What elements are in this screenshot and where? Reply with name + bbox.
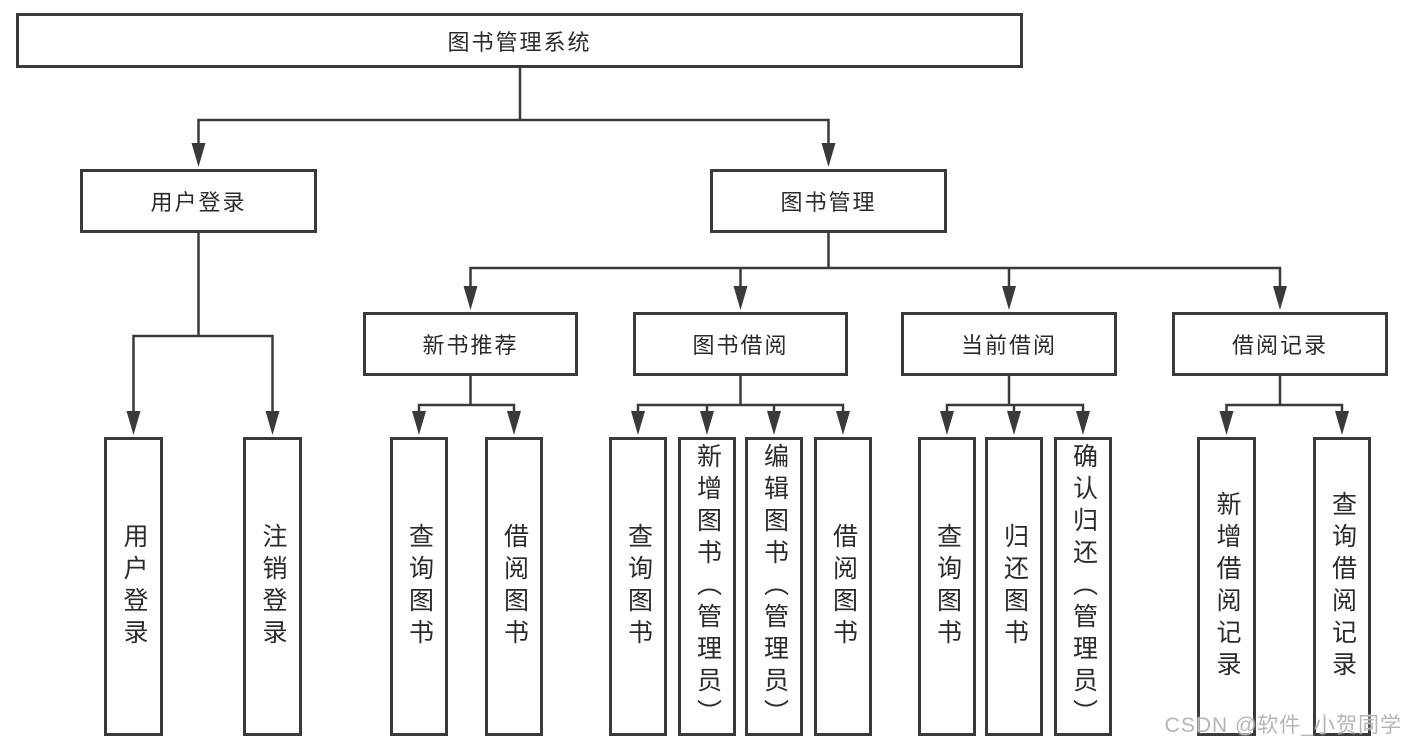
arrow-down-icon (940, 411, 954, 435)
leaf-current-return-books: 归还图书 (985, 437, 1043, 736)
node-book-borrowing: 图书借阅 (633, 312, 848, 376)
connector-user-login-group (126, 233, 280, 435)
csdn-watermark: CSDN @软件_小贺同学 (1164, 714, 1402, 737)
connector-line (132, 334, 274, 412)
arrow-down-icon (1335, 411, 1349, 435)
arrow-down-icon (191, 143, 206, 167)
leaf-borrow-edit-books-admin: 编辑图书（管理员） (745, 437, 803, 736)
arrow-down-icon (507, 411, 521, 435)
arrow-down-icon (412, 411, 426, 435)
leaf-record-add-record: 新增借阅记录 (1197, 437, 1256, 736)
node-book-management: 图书管理 (710, 169, 947, 233)
connector-line (469, 266, 1282, 288)
arrow-down-icon (265, 411, 280, 435)
leaf-borrow-query-books: 查询图书 (609, 437, 667, 736)
node-user-login: 用户登录 (80, 169, 317, 233)
leaf-record-query-record: 查询借阅记录 (1313, 437, 1371, 736)
leaf-logout: 注销登录 (243, 437, 302, 736)
leaf-newbook-borrow-books: 借阅图书 (485, 437, 543, 736)
arrow-down-icon (631, 411, 645, 435)
arrow-down-icon (700, 411, 714, 435)
leaf-borrow-add-books-admin: 新增图书（管理员） (678, 437, 736, 736)
leaf-newbook-query-books: 查询图书 (390, 437, 448, 736)
node-current-borrowing: 当前借阅 (901, 312, 1117, 376)
node-new-book-recommend: 新书推荐 (363, 312, 578, 376)
arrow-down-icon (1076, 411, 1090, 435)
leaf-user-login: 用户登录 (104, 437, 163, 736)
arrow-down-icon (1219, 411, 1234, 435)
connector-line (1225, 403, 1344, 414)
connector-line (636, 403, 845, 414)
arrow-down-icon (733, 286, 748, 310)
arrow-down-icon (1002, 286, 1016, 310)
arrow-down-icon (821, 143, 836, 167)
connector-currentborrow-group (940, 375, 1090, 435)
connector-line (197, 118, 830, 146)
node-library-system: 图书管理系统 (16, 13, 1023, 68)
leaf-current-query-books: 查询图书 (918, 437, 976, 736)
leaf-current-confirm-return-admin: 确认归还（管理员） (1054, 437, 1112, 736)
arrow-down-icon (1273, 286, 1287, 310)
arrow-down-icon (126, 411, 141, 435)
connector-records-group (1219, 375, 1349, 435)
arrow-down-icon (836, 411, 850, 435)
connector-book-management-group (463, 233, 1287, 310)
arrow-down-icon (1007, 411, 1021, 435)
connector-bookborrow-group (631, 375, 850, 435)
connector-line (417, 403, 516, 414)
node-borrowing-records: 借阅记录 (1172, 312, 1388, 376)
leaf-borrow-borrow-books: 借阅图书 (814, 437, 872, 736)
arrow-down-icon (463, 286, 478, 310)
arrow-down-icon (767, 411, 781, 435)
connector-root-to-level2 (191, 67, 836, 167)
connector-newbook-group (412, 375, 521, 435)
